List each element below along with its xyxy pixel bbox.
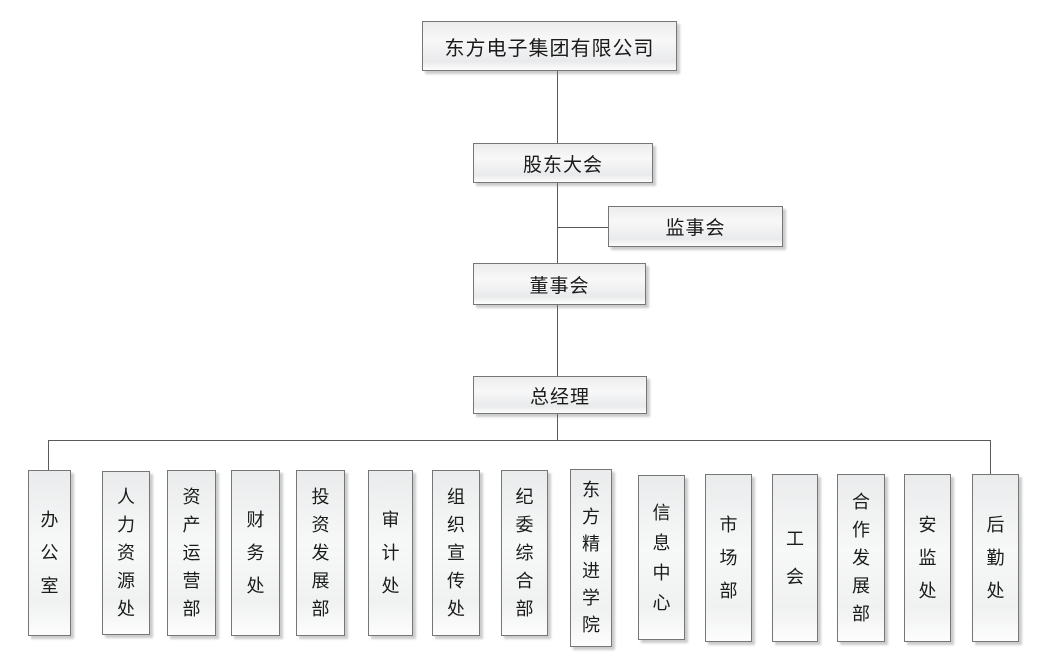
org-node-supervisory-board-label: 监事会 [665,218,726,239]
org-node-investment-development: 投资发展部 [296,470,345,636]
connector-rail-drop-left [48,440,49,470]
org-node-marketing: 市场部 [705,474,752,642]
org-node-safety-supervision: 安监处 [904,474,951,642]
connector-branch-supervisory [557,227,608,228]
org-node-dongfang-jingjin-academy-label: 东方精进学院 [582,480,600,635]
org-node-finance: 财务处 [231,470,280,636]
connector-board-to-gm [557,305,558,376]
org-node-marketing-label: 市场部 [719,514,738,601]
org-node-supervisory-board: 监事会 [608,206,783,247]
org-node-finance-label: 财务处 [246,509,265,596]
org-node-office: 办公室 [28,470,71,636]
org-node-safety-supervision-label: 安监处 [918,514,937,601]
org-node-audit: 审计处 [368,470,413,636]
org-node-board-of-directors-label: 董事会 [529,275,590,297]
org-node-board-of-directors: 董事会 [473,263,646,305]
org-node-company: 东方电子集团有限公司 [422,21,677,71]
org-node-discipline-committee-label: 纪委综合部 [515,487,534,619]
org-node-shareholders-meeting: 股东大会 [473,143,653,183]
org-node-logistics-label: 后勤处 [986,514,1005,601]
org-node-organization-publicity-label: 组织宣传处 [447,487,465,619]
org-node-dongfang-jingjin-academy: 东方精进学院 [570,469,612,647]
org-node-shareholders-meeting-label: 股东大会 [522,154,603,176]
org-node-information-center-label: 信息中心 [652,502,671,613]
org-node-general-manager: 总经理 [473,376,647,414]
org-node-company-label: 东方电子集团有限公司 [444,37,655,60]
org-node-human-resources: 人力资源处 [102,471,150,635]
org-node-audit-label: 审计处 [381,509,400,596]
connector-company-to-shareholders [557,71,558,143]
connector-gm-to-rail [557,414,558,441]
connector-rail-drop-right [990,440,991,474]
org-node-cooperation-development-label: 合作发展部 [852,492,870,624]
org-node-information-center: 信息中心 [638,475,685,640]
org-node-asset-operations-label: 资产运营部 [182,487,201,619]
org-node-cooperation-development: 合作发展部 [837,474,885,642]
org-node-asset-operations: 资产运营部 [167,470,216,636]
org-node-discipline-committee: 纪委综合部 [501,470,548,636]
org-node-logistics: 后勤处 [972,474,1019,642]
connector-shareholders-to-board [557,183,558,263]
org-node-general-manager-label: 总经理 [529,386,590,408]
org-node-investment-development-label: 投资发展部 [311,487,330,619]
org-node-office-label: 办公室 [40,509,59,596]
org-node-labor-union: 工会 [772,474,818,642]
org-node-human-resources-label: 人力资源处 [117,487,135,619]
connector-department-rail [48,440,991,441]
org-node-labor-union-label: 工会 [786,529,804,587]
org-node-organization-publicity: 组织宣传处 [432,470,480,636]
